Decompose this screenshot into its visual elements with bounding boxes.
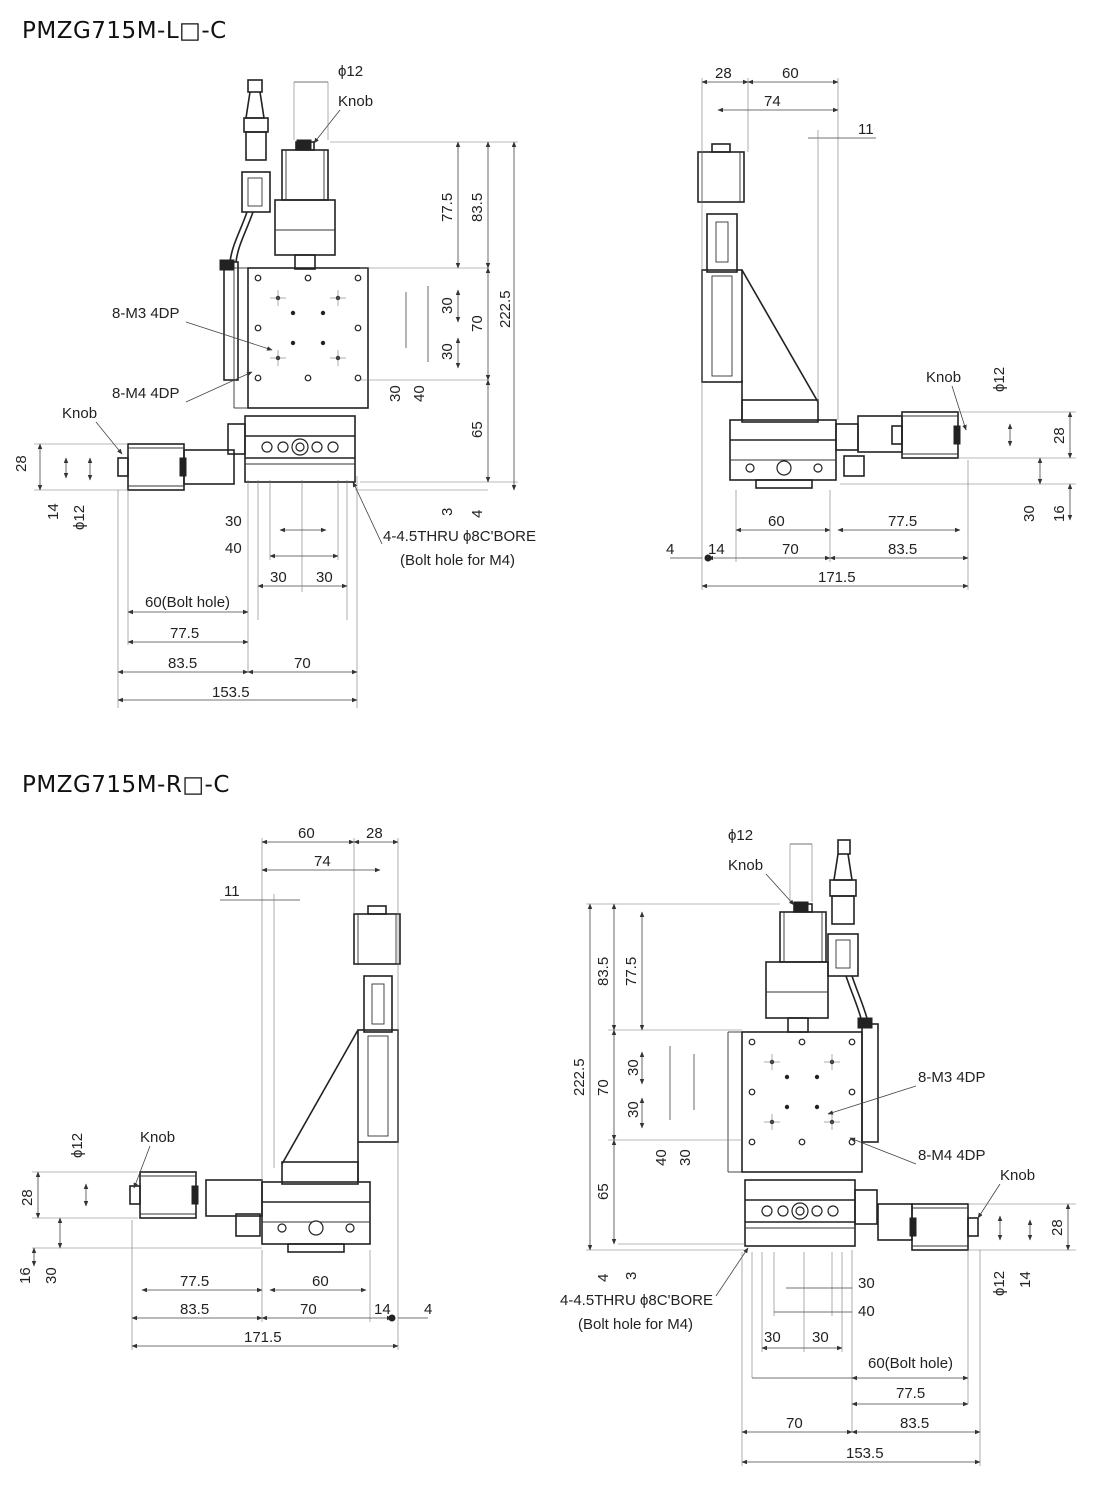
dim-l-phi12-top: ϕ12 <box>338 63 363 80</box>
dim-l-222-5: 222.5 <box>497 290 514 328</box>
dim-ls-11: 11 <box>858 121 874 138</box>
dim-ls-phi12: ϕ12 <box>991 367 1008 392</box>
dim-rt-40-b: 40 <box>858 1303 875 1320</box>
dim-l-14: 14 <box>45 503 62 520</box>
dim-rt-30-b: 30 <box>625 1101 642 1118</box>
dim-rt-28-v: 28 <box>1049 1219 1066 1236</box>
dim-rs-74: 74 <box>314 853 331 870</box>
dim-rt-30-a: 30 <box>625 1059 642 1076</box>
label-rs-knob: Knob <box>140 1129 175 1146</box>
dim-l-77-5: 77.5 <box>170 625 199 642</box>
dim-ls-60: 60 <box>782 65 799 82</box>
dim-l-3-v: 3 <box>439 508 456 516</box>
dim-rs-28-v: 28 <box>19 1189 36 1206</box>
dim-rt-77-5-b: 77.5 <box>896 1385 925 1402</box>
dim-rs-60-b: 60 <box>312 1273 329 1290</box>
dim-rt-222-5: 222.5 <box>571 1058 588 1096</box>
dim-rt-83-5: 83.5 <box>595 957 612 986</box>
dim-l-30-c: 30 <box>225 513 242 530</box>
label-l-thru: 4-4.5THRU ϕ8C'BORE <box>383 528 536 545</box>
label-l-knob-x: Knob <box>62 405 97 422</box>
dim-l-40: 40 <box>225 540 242 557</box>
dim-l-phi12: ϕ12 <box>71 505 88 530</box>
dim-ls-28: 28 <box>715 65 732 82</box>
dim-rs-77-5: 77.5 <box>180 1273 209 1290</box>
dim-rt-40-v: 40 <box>653 1149 670 1166</box>
label-l-knob-z: Knob <box>338 93 373 110</box>
dim-rt-3: 3 <box>623 1272 640 1280</box>
dim-l-30-v3: 30 <box>387 385 404 402</box>
dim-l-83-5: 83.5 <box>168 655 197 672</box>
label-rt-m4: 8-M4 4DP <box>918 1147 986 1164</box>
label-ls-knob: Knob <box>926 369 961 386</box>
dim-l-28: 28 <box>13 455 30 472</box>
dim-rt-70: 70 <box>595 1079 612 1096</box>
dim-rs-30-v: 30 <box>43 1267 60 1284</box>
dim-l-65-v: 65 <box>469 421 486 438</box>
dim-ls-171-5: 171.5 <box>818 569 856 586</box>
view-l-top: 153.5 83.5 70 77.5 60(Bolt hole) 30 30 4… <box>13 63 536 708</box>
dim-l-153-5: 153.5 <box>212 684 250 701</box>
dim-rs-171-5: 171.5 <box>244 1329 282 1346</box>
dim-l-70-v: 70 <box>469 315 486 332</box>
dim-ls-77-5: 77.5 <box>888 513 917 530</box>
dim-ls-4: 4 <box>666 541 674 558</box>
label-rt-bolt-m4: (Bolt hole for M4) <box>578 1316 693 1333</box>
dim-ls-70: 70 <box>782 541 799 558</box>
dim-rs-4: 4 <box>424 1301 432 1318</box>
label-rt-knob-x: Knob <box>1000 1167 1035 1184</box>
label-l-m4: 8-M4 4DP <box>112 385 180 402</box>
dim-l-77-5-v: 77.5 <box>439 193 456 222</box>
dim-l-40-v: 40 <box>411 385 428 402</box>
dim-ls-83-5: 83.5 <box>888 541 917 558</box>
dim-rs-28: 28 <box>366 825 383 842</box>
dim-rs-60: 60 <box>298 825 315 842</box>
dim-rs-83-5: 83.5 <box>180 1301 209 1318</box>
dim-l-70-b: 70 <box>294 655 311 672</box>
dim-rt-phi12-v: ϕ12 <box>991 1271 1008 1296</box>
view-r-side: 60 28 74 11 77.5 60 83.5 70 14 4 171.5 2… <box>17 825 432 1350</box>
dim-rs-70: 70 <box>300 1301 317 1318</box>
dim-ls-60-b: 60 <box>768 513 785 530</box>
dim-rt-4: 4 <box>595 1274 612 1282</box>
label-rt-m3: 8-M3 4DP <box>918 1069 986 1086</box>
dim-l-bolt60: 60(Bolt hole) <box>145 594 230 611</box>
dim-rt-30-e: 30 <box>858 1275 875 1292</box>
dim-ls-16: 16 <box>1051 505 1068 522</box>
dim-rt-77-5: 77.5 <box>623 957 640 986</box>
title-r-type: PMZG715M-R□-C <box>22 772 230 798</box>
dim-rt-bolt60: 60(Bolt hole) <box>868 1355 953 1372</box>
view-l-side: 28 60 74 11 60 77.5 70 83.5 14 4 171.5 2… <box>666 65 1076 590</box>
label-rt-knob-z: Knob <box>728 857 763 874</box>
dim-rt-70-b: 70 <box>786 1415 803 1432</box>
dim-rt-65: 65 <box>595 1183 612 1200</box>
dim-l-30-b: 30 <box>316 569 333 586</box>
dim-l-30-v2: 30 <box>439 343 456 360</box>
label-l-bolt-m4: (Bolt hole for M4) <box>400 552 515 569</box>
dim-rt-14-v: 14 <box>1017 1271 1034 1288</box>
view-r-top: 222.5 83.5 77.5 70 30 30 40 30 65 4 3 ϕ1… <box>560 827 1076 1466</box>
dim-rs-11: 11 <box>224 883 240 900</box>
dim-rt-30-v: 30 <box>677 1149 694 1166</box>
dim-rs-16-v: 16 <box>17 1267 34 1284</box>
dim-l-30-v1: 30 <box>439 297 456 314</box>
dim-rs-14: 14 <box>374 1301 391 1318</box>
dim-l-83-5-v: 83.5 <box>469 193 486 222</box>
title-l-type: PMZG715M-L□-C <box>22 18 227 44</box>
label-l-m3: 8-M3 4DP <box>112 305 180 322</box>
dim-ls-14: 14 <box>708 541 725 558</box>
dim-l-4-v: 4 <box>469 510 486 518</box>
dim-ls-28-v: 28 <box>1051 427 1068 444</box>
dim-ls-30: 30 <box>1021 505 1038 522</box>
label-rt-thru: 4-4.5THRU ϕ8C'BORE <box>560 1292 713 1309</box>
dim-l-30-a: 30 <box>270 569 287 586</box>
dim-rt-83-5-b: 83.5 <box>900 1415 929 1432</box>
dim-rs-phi12: ϕ12 <box>69 1133 86 1158</box>
dim-rt-153-5: 153.5 <box>846 1445 884 1462</box>
dim-ls-74: 74 <box>764 93 781 110</box>
dim-rt-phi12-top: ϕ12 <box>728 827 753 844</box>
dim-rt-30-d: 30 <box>812 1329 829 1346</box>
dim-rt-30-c: 30 <box>764 1329 781 1346</box>
